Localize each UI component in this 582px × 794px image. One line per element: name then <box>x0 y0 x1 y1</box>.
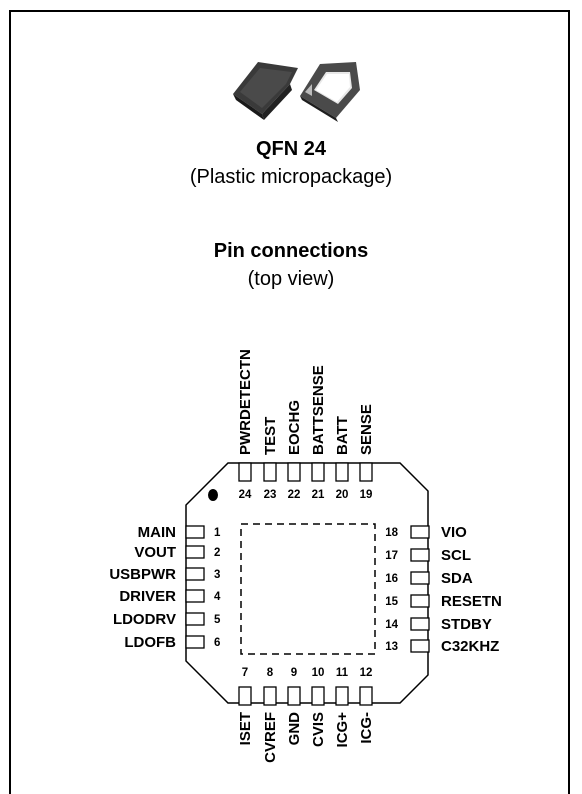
pin-number-16: 16 <box>385 573 398 585</box>
pin-pad-1 <box>185 525 205 539</box>
pin-label-11: ICG+ <box>334 712 351 748</box>
package-bottom-image <box>300 62 360 122</box>
pin-label-17: SCL <box>441 547 471 564</box>
pin-pad-5 <box>185 612 205 626</box>
pin-number-5: 5 <box>214 614 221 626</box>
pin-number-13: 13 <box>385 641 398 653</box>
pin-pad-2 <box>185 545 205 559</box>
pin-pad-8 <box>263 686 277 706</box>
pin-pad-18 <box>410 525 430 539</box>
pin-label-5: LDODRV <box>113 611 176 628</box>
pin-label-9: GND <box>286 712 303 746</box>
pin-label-16: SDA <box>441 570 473 587</box>
pin-number-7: 7 <box>242 667 248 679</box>
pin-pad-6 <box>185 635 205 649</box>
pin-number-15: 15 <box>385 596 398 608</box>
package-top-image <box>233 62 298 120</box>
pin-label-19: SENSE <box>358 404 375 455</box>
pin-number-12: 12 <box>360 667 373 679</box>
pin-label-20: BATT <box>334 416 351 455</box>
pin-pad-22 <box>287 462 301 482</box>
pin-number-10: 10 <box>312 667 325 679</box>
pin-number-9: 9 <box>291 667 297 679</box>
pin-pad-21 <box>311 462 325 482</box>
pin-label-4: DRIVER <box>119 588 176 605</box>
pin-number-21: 21 <box>312 489 325 501</box>
pin-number-24: 24 <box>239 489 252 501</box>
pin-pad-9 <box>287 686 301 706</box>
pin-number-18: 18 <box>385 527 398 539</box>
pin-pad-12 <box>359 686 373 706</box>
pin-pad-13 <box>410 639 430 653</box>
pin-label-13: C32KHZ <box>441 638 499 655</box>
pin-pad-3 <box>185 567 205 581</box>
pin-label-3: USBPWR <box>109 566 176 583</box>
pin-label-15: RESETN <box>441 593 502 610</box>
pin-pad-4 <box>185 589 205 603</box>
pin-pad-15 <box>410 594 430 608</box>
pin-label-1: MAIN <box>138 524 176 541</box>
pin-label-14: STDBY <box>441 616 492 633</box>
package-name: QFN 24 <box>255 138 327 160</box>
pin-number-1: 1 <box>214 527 221 539</box>
pin-pad-10 <box>311 686 325 706</box>
pin-number-2: 2 <box>214 547 220 559</box>
pin-pad-19 <box>359 462 373 482</box>
pin-label-22: EOCHG <box>286 400 303 455</box>
pin1-marker <box>208 489 218 501</box>
pin-number-3: 3 <box>214 569 220 581</box>
pin-pad-23 <box>263 462 277 482</box>
pin-pad-7 <box>238 686 252 706</box>
pin-label-18: VIO <box>441 524 467 541</box>
pin-number-19: 19 <box>360 489 373 501</box>
pin-label-2: VOUT <box>134 544 176 561</box>
pin-pad-20 <box>335 462 349 482</box>
pin-label-23: TEST <box>262 417 279 455</box>
pin-label-8: CVREF <box>262 712 279 763</box>
pin-number-6: 6 <box>214 637 220 649</box>
pin-number-14: 14 <box>385 619 398 631</box>
pin-connections-subtitle: (top view) <box>247 268 335 290</box>
pin-connections-title: Pin connections <box>213 240 369 262</box>
pin-number-17: 17 <box>385 550 398 562</box>
pin-number-23: 23 <box>264 489 277 501</box>
pin-number-22: 22 <box>288 489 301 501</box>
pin-number-20: 20 <box>336 489 349 501</box>
pin-number-11: 11 <box>336 667 349 679</box>
pin-pad-11 <box>335 686 349 706</box>
pin-label-21: BATTSENSE <box>310 365 327 455</box>
package-type: (Plastic micropackage) <box>189 166 393 188</box>
pin-pad-14 <box>410 617 430 631</box>
pin-label-24: PWRDETECTN <box>237 349 254 455</box>
pin-label-7: ISET <box>237 712 254 745</box>
pin-label-6: LDOFB <box>124 634 176 651</box>
pin-label-10: CVIS <box>310 712 327 747</box>
pin-label-12: ICG- <box>358 712 375 744</box>
pin-pad-16 <box>410 571 430 585</box>
pin-number-8: 8 <box>267 667 274 679</box>
pin-number-4: 4 <box>214 591 221 603</box>
exposed-pad <box>240 523 376 655</box>
pin-pad-24 <box>238 462 252 482</box>
figure-frame <box>9 10 570 794</box>
pin-pad-17 <box>410 548 430 562</box>
